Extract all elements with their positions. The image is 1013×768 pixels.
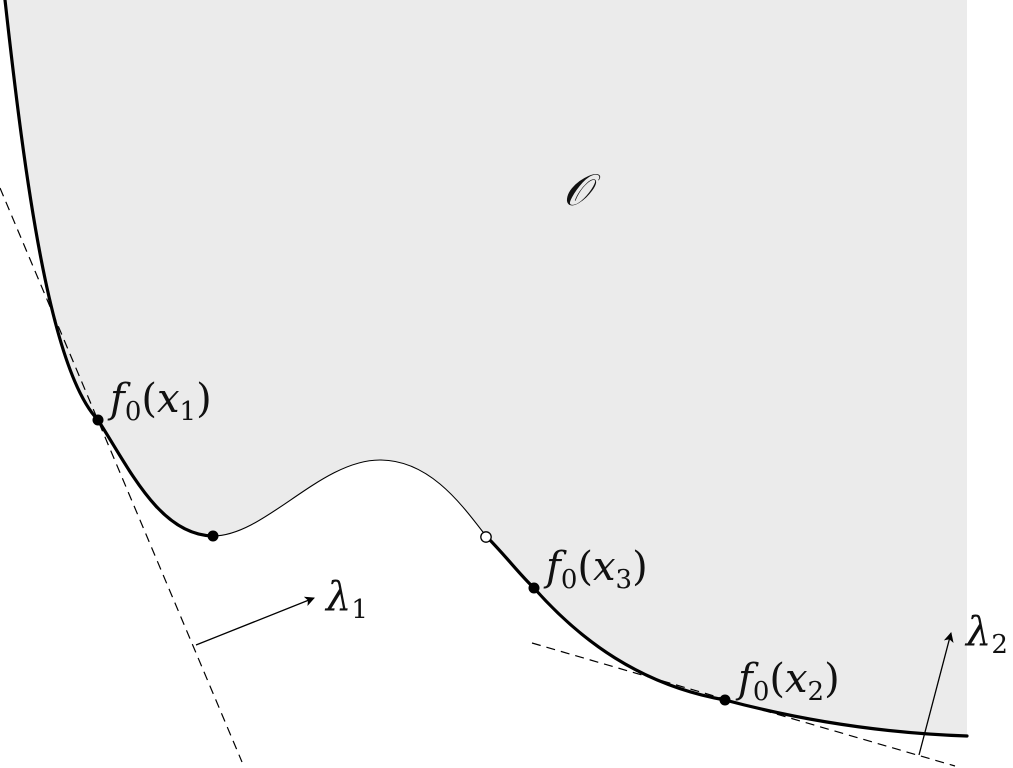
label-f0-x1: f0(x1) [107, 376, 212, 427]
point-open [480, 531, 492, 543]
pareto-boundary-left [3, 0, 215, 538]
point-f0-x1 [92, 414, 104, 426]
label-f0-x2: f0(x2) [735, 656, 840, 707]
label-lambda2: λ2 [964, 609, 1008, 660]
supporting-line-2 [531, 642, 956, 767]
lambda1-arrow [195, 596, 315, 646]
point-f0-x3 [528, 582, 540, 594]
lambda2-arrow [918, 632, 954, 756]
point-local-min [207, 530, 219, 542]
label-f0-x3: f0(x3) [543, 544, 648, 595]
label-lambda1: λ1 [324, 574, 368, 625]
pareto-boundary-right [484, 534, 969, 738]
boundary-thin-hump [212, 459, 487, 537]
point-f0-x2 [719, 694, 731, 706]
region-o-fill [5, 0, 967, 736]
